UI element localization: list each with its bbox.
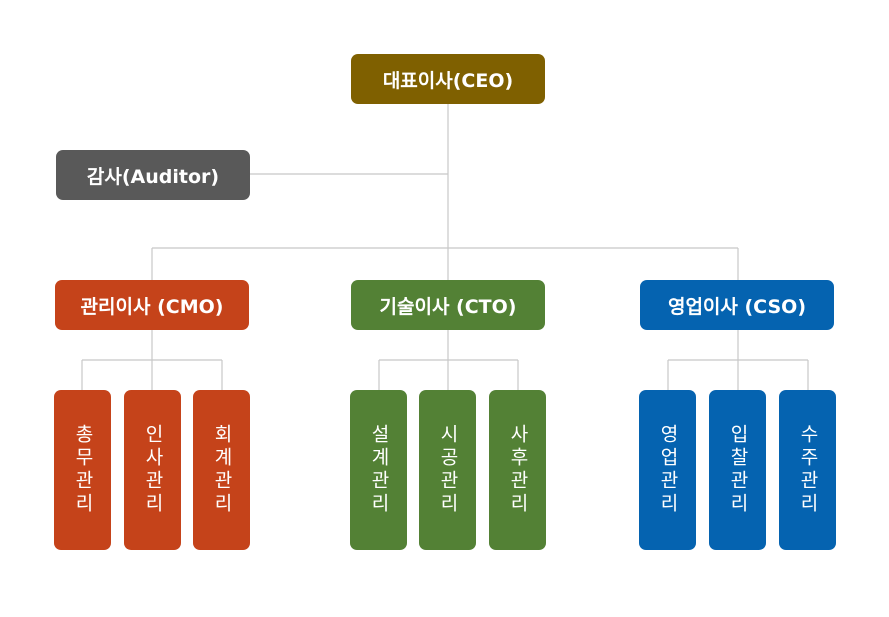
cso-unit-bidding: 입찰관리 <box>709 390 766 550</box>
cmo-unit-general-affairs: 총무관리 <box>54 390 111 550</box>
cmo-unit-accounting: 회계관리 <box>193 390 250 550</box>
cso-unit-orders: 수주관리 <box>779 390 836 550</box>
cso-unit-sales: 영업관리 <box>639 390 696 550</box>
auditor-node: 감사(Auditor) <box>56 150 250 200</box>
cso-node: 영업이사 (CSO) <box>640 280 834 330</box>
cmo-unit-hr: 인사관리 <box>124 390 181 550</box>
cmo-node: 관리이사 (CMO) <box>55 280 249 330</box>
cto-node: 기술이사 (CTO) <box>351 280 545 330</box>
ceo-node: 대표이사(CEO) <box>351 54 545 104</box>
cto-unit-construction: 시공관리 <box>419 390 476 550</box>
cto-unit-aftercare: 사후관리 <box>489 390 546 550</box>
cto-unit-design: 설계관리 <box>350 390 407 550</box>
